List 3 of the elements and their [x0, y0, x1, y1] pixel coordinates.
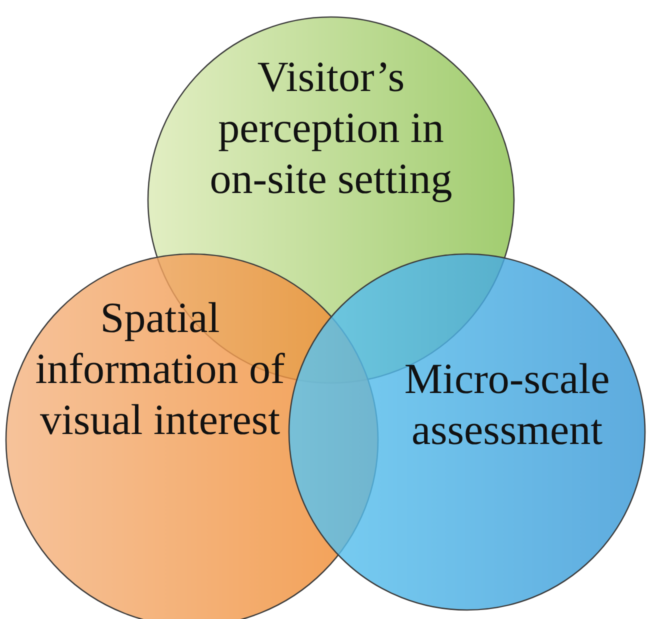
circle-label: Spatial information of visual interest — [35, 294, 285, 446]
circle-label: Visitor’s perception in on-site setting — [208, 53, 454, 205]
circle-label: Micro-scale assessment — [403, 355, 611, 456]
